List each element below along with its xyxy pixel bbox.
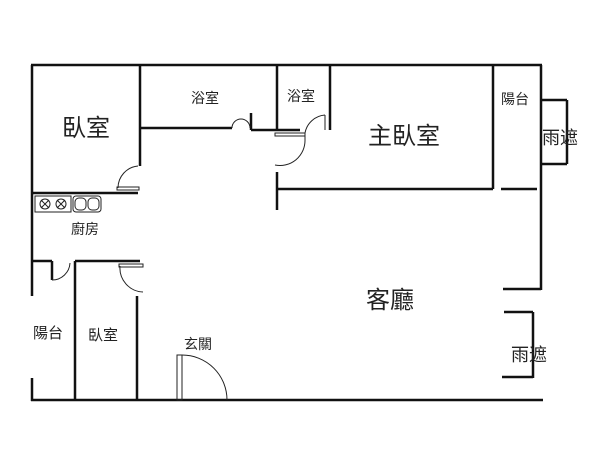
room-label-awning-2: 雨遮 — [511, 345, 547, 366]
walls — [30, 63, 569, 402]
doors — [51, 114, 326, 401]
room-label-kitchen: 廚房 — [71, 222, 99, 238]
room-label-balcony-2: 陽台 — [33, 324, 64, 342]
room-label-entrance: 玄關 — [184, 337, 212, 353]
sink-icon — [72, 195, 102, 213]
room-label-bedroom-2: 臥室 — [88, 326, 119, 344]
room-label-balcony-1: 陽台 — [501, 92, 529, 108]
room-label-bathroom-2: 浴室 — [287, 89, 315, 105]
stove-icon — [34, 195, 72, 213]
room-label-bedroom-1: 臥室 — [62, 114, 110, 142]
room-label-master-bedroom: 主臥室 — [368, 122, 440, 150]
room-label-bathroom-1: 浴室 — [191, 91, 219, 107]
room-label-awning-1: 雨遮 — [542, 128, 578, 149]
room-label-living-room: 客廳 — [366, 286, 414, 314]
